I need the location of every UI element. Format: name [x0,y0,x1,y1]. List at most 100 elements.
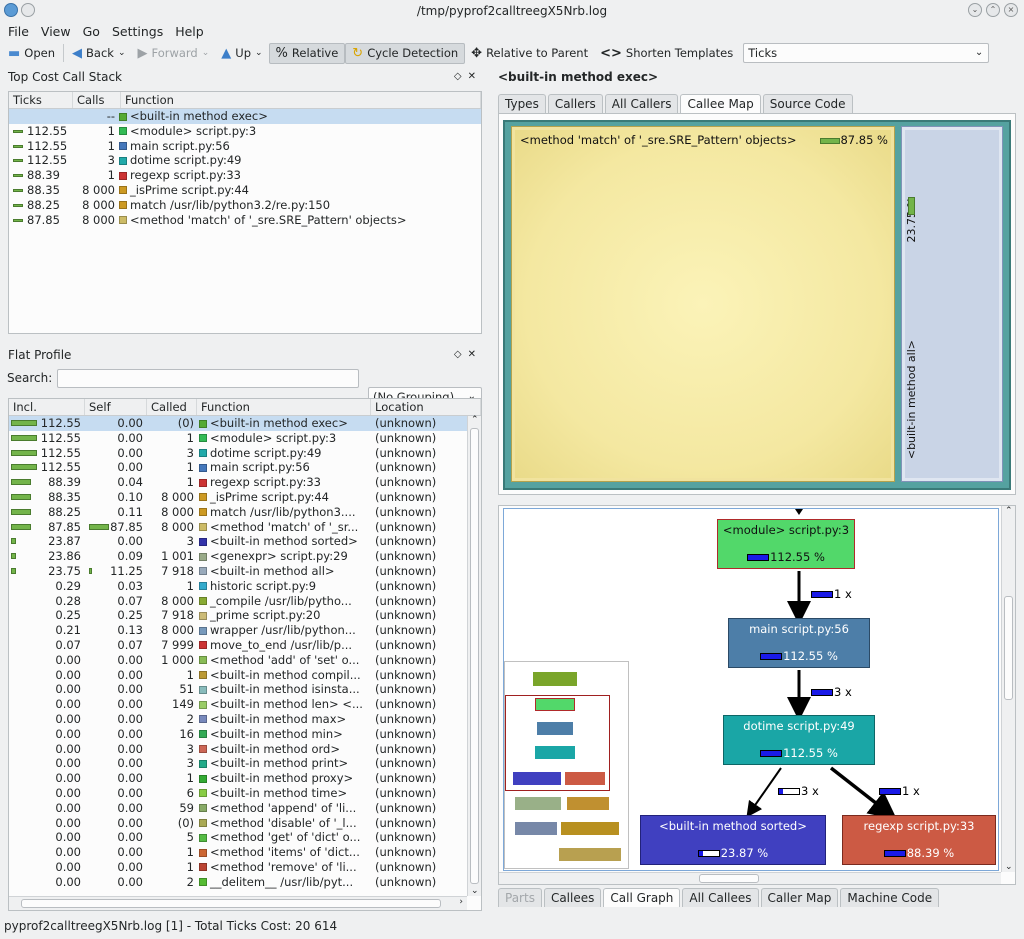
graph-node-module[interactable]: <module> script.py:3 112.55 % [717,519,855,569]
app-icon[interactable] [4,3,18,17]
tab-callee-map[interactable]: Callee Map [680,94,761,113]
scroll-thumb[interactable] [470,428,479,884]
scroll-up-icon[interactable]: ⌃ [471,415,479,425]
menu-file[interactable]: File [8,24,29,39]
menu-go[interactable]: Go [82,24,100,39]
tab-all-callees[interactable]: All Callees [682,888,759,907]
flat-horizontal-scrollbar[interactable]: › [9,896,467,910]
tab-call-graph[interactable]: Call Graph [603,888,681,907]
relative-to-parent-toggle[interactable]: ✥Relative to Parent [471,45,589,61]
graph-horizontal-scrollbar[interactable] [499,872,1001,884]
graph-node-dotime[interactable]: dotime script.py:49 112.55 % [723,715,875,765]
float-icon[interactable]: ◇ [453,71,468,82]
cycle-detection-toggle[interactable]: ↻Cycle Detection [345,42,466,64]
close-icon[interactable]: ✕ [467,349,482,360]
minimize-icon[interactable]: ⌄ [968,3,982,17]
col-calls[interactable]: Calls [73,92,121,108]
tab-callees[interactable]: Callees [543,888,602,907]
graph-vertical-scrollbar[interactable]: ⌃ ⌄ [1001,506,1015,872]
tab-source-code[interactable]: Source Code [762,94,853,113]
callstack-row[interactable]: --<built-in method exec> [9,109,481,124]
col-self[interactable]: Self [85,399,147,415]
scroll-up-icon[interactable]: ⌃ [1005,506,1013,516]
col-ticks[interactable]: Ticks [9,92,73,108]
close-icon[interactable]: × [1004,3,1018,17]
callee-map[interactable]: <method 'match' of '_sre.SRE_Pattern' ob… [498,113,1016,495]
col-location[interactable]: Location [371,399,481,415]
call-graph[interactable]: <module> script.py:3 112.55 % main scrip… [498,505,1016,885]
scroll-thumb[interactable] [1004,596,1013,700]
tab-machine-code[interactable]: Machine Code [840,888,940,907]
hscroll-thumb[interactable] [699,874,759,883]
scroll-down-icon[interactable]: ⌄ [471,886,479,896]
relative-toggle[interactable]: %Relative [268,42,346,64]
graph-overview[interactable] [504,661,629,869]
tab-callers[interactable]: Callers [547,94,603,113]
pin-icon[interactable] [21,3,35,17]
menu-view[interactable]: View [40,24,71,39]
event-type-select[interactable]: Ticks ⌄ [743,43,990,63]
close-icon[interactable]: ✕ [467,71,482,82]
menu-settings[interactable]: Settings [111,24,164,39]
open-button[interactable]: ▬Open [8,45,56,61]
tab-all-callers[interactable]: All Callers [604,94,679,113]
up-button[interactable]: ▲Up⌄ [221,45,263,61]
map-main-block[interactable]: <method 'match' of '_sre.SRE_Pattern' ob… [511,126,895,482]
back-button[interactable]: ◀Back⌄ [72,45,126,61]
forward-button[interactable]: ▶Forward⌄ [137,45,210,61]
tab-caller-map[interactable]: Caller Map [760,888,839,907]
search-input[interactable] [57,369,359,388]
col-incl[interactable]: Incl. [9,399,85,415]
graph-node-main[interactable]: main script.py:56 112.55 % [728,618,870,668]
col-called[interactable]: Called [147,399,197,415]
overview-viewport[interactable] [505,695,610,791]
col-function[interactable]: Function [121,92,481,108]
scroll-down-icon[interactable]: ⌄ [1005,862,1013,872]
flat-vertical-scrollbar[interactable]: ⌃ ⌄ [467,415,481,896]
scroll-right-icon[interactable]: › [459,897,463,907]
graph-node-sorted[interactable]: <built-in method sorted> 23.87 % [640,815,826,865]
graph-node-regexp[interactable]: regexp script.py:33 88.39 % [842,815,996,865]
map-side-block[interactable]: 23.75 % <built-in method all> [901,126,1003,482]
hscroll-thumb[interactable] [21,899,441,908]
tab-parts[interactable]: Parts [498,888,542,907]
menu-help[interactable]: Help [175,24,204,39]
